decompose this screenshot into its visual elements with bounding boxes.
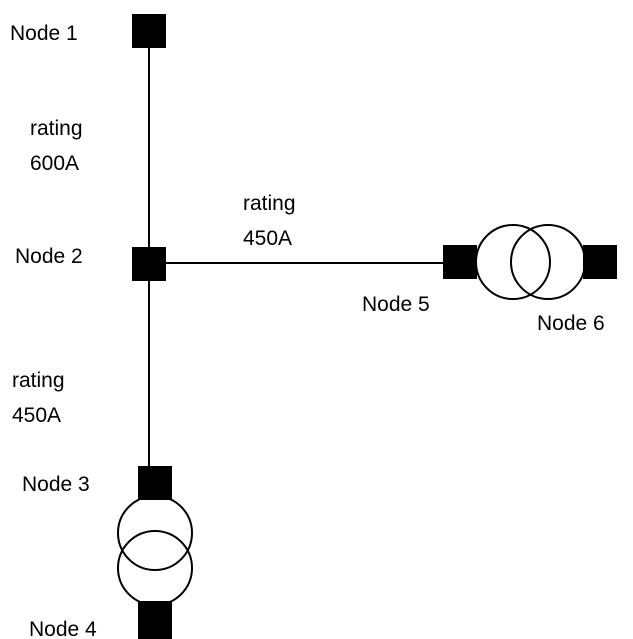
node2-label: Node 2 [15,245,83,268]
node5-bus [443,245,477,279]
node6-label: Node 6 [537,312,605,335]
line-2-3-rating-label: rating [12,369,65,392]
transformer-5-6-secondary-winding [510,224,586,300]
node3-label: Node 3 [22,473,90,496]
node5-label: Node 5 [362,293,430,316]
line-2-5-rating-label: rating [243,192,296,215]
transformer-3-4-secondary-winding [117,530,193,606]
node1-label: Node 1 [10,22,78,45]
node1-bus [132,14,166,48]
node4-bus [138,601,172,639]
line-1-2-rating-label: rating [30,117,83,140]
node6-bus [583,245,617,279]
line-2-3-rating-value: 450A [12,404,61,427]
node3-bus [138,466,172,500]
node4-label: Node 4 [29,618,97,639]
transformer-3-4-primary-winding [117,495,193,571]
transformer-5-6-primary-winding [475,224,551,300]
line-1-2-rating-value: 600A [30,152,79,175]
line-2-5-rating-value: 450A [243,227,292,250]
node2-bus [132,247,166,281]
